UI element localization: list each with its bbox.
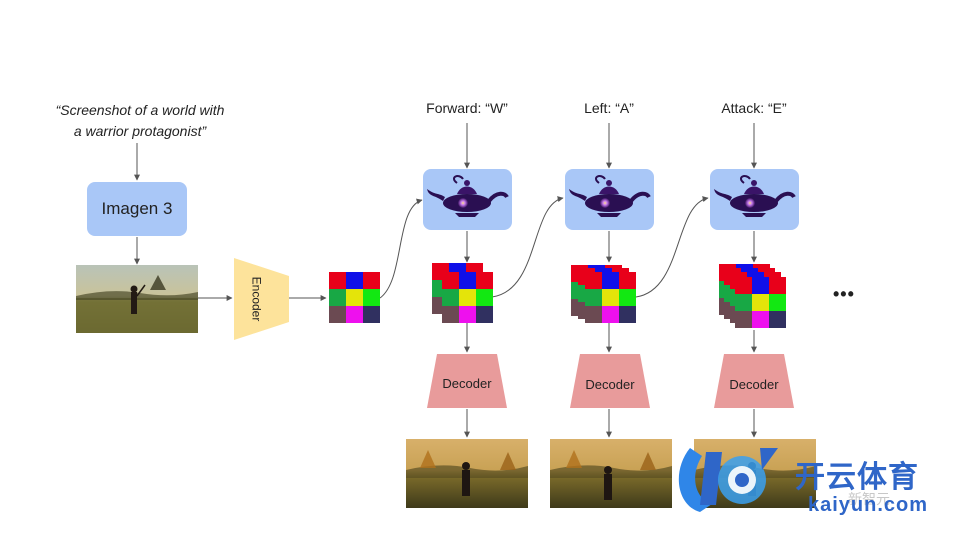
encoder-shape bbox=[234, 258, 289, 340]
world-model-box-2 bbox=[565, 169, 654, 230]
latent-token bbox=[363, 289, 380, 306]
latent-token bbox=[769, 277, 786, 294]
latent-token bbox=[585, 289, 602, 306]
latent-stack-3-front bbox=[735, 277, 786, 328]
decoder-label-2: Decoder bbox=[585, 377, 635, 392]
arrows bbox=[134, 123, 757, 438]
latent-token bbox=[476, 306, 493, 323]
action-label-left: Left: “A” bbox=[584, 100, 634, 116]
latent-stack-1-front bbox=[442, 272, 493, 323]
latent-token bbox=[752, 311, 769, 328]
latent-token bbox=[602, 289, 619, 306]
decoded-frame-2 bbox=[550, 439, 672, 508]
latent-token bbox=[619, 272, 636, 289]
latent-token bbox=[602, 272, 619, 289]
action-label-forward: Forward: “W” bbox=[426, 100, 508, 116]
continuation-ellipsis: ••• bbox=[833, 284, 855, 304]
world-model-boxes bbox=[423, 169, 799, 230]
prompt-line-2: a warrior protagonist” bbox=[73, 123, 207, 139]
latent-grids bbox=[329, 263, 786, 328]
genie-lamp-icon bbox=[569, 175, 651, 217]
latent-token bbox=[329, 306, 346, 323]
kaiyun-logo-icon bbox=[678, 448, 778, 512]
decoder-shape-1 bbox=[427, 354, 507, 408]
latent-token bbox=[602, 306, 619, 323]
latent-token bbox=[619, 289, 636, 306]
arrow-latent-to-model-1 bbox=[379, 198, 423, 299]
prompt-line-1: “Screenshot of a world with bbox=[55, 102, 225, 118]
prompt-text: “Screenshot of a world with a warrior pr… bbox=[40, 100, 240, 142]
imagen-label: Imagen 3 bbox=[101, 199, 173, 218]
latent-token bbox=[735, 294, 752, 311]
watermark-chinese: 开云体育 bbox=[795, 461, 919, 494]
decoder-label-1: Decoder bbox=[442, 376, 492, 391]
watermark-faint: 新智元 bbox=[848, 491, 890, 507]
latent-stack-2-front bbox=[585, 272, 636, 323]
latent-token bbox=[752, 294, 769, 311]
world-model-box-3 bbox=[710, 169, 799, 230]
encoder-label-wrap: Encoder bbox=[226, 262, 286, 336]
latent-token bbox=[442, 272, 459, 289]
decoder-shape-2 bbox=[570, 354, 650, 408]
latent-token bbox=[769, 294, 786, 311]
latent-token bbox=[476, 289, 493, 306]
latent-grid-initial bbox=[329, 272, 380, 323]
encoder-label: Encoder bbox=[248, 276, 263, 322]
watermark-latin: kaiyun.com bbox=[808, 494, 929, 516]
latent-token bbox=[752, 277, 769, 294]
latent-token bbox=[585, 306, 602, 323]
decoded-frame-1 bbox=[406, 439, 528, 508]
genie-lamp-icon bbox=[427, 175, 509, 217]
action-label-attack: Attack: “E” bbox=[721, 100, 787, 116]
latent-token bbox=[476, 272, 493, 289]
latent-token bbox=[329, 272, 346, 289]
latent-token bbox=[346, 306, 363, 323]
decoder-label-3: Decoder bbox=[729, 377, 779, 392]
latent-token bbox=[459, 289, 476, 306]
latent-token bbox=[442, 289, 459, 306]
latent-token bbox=[363, 306, 380, 323]
latent-token bbox=[769, 311, 786, 328]
latent-token bbox=[735, 311, 752, 328]
latent-token bbox=[442, 306, 459, 323]
imagen-box bbox=[87, 182, 187, 236]
latent-token bbox=[585, 272, 602, 289]
initial-game-screenshot bbox=[76, 265, 198, 333]
decoder-shape-3 bbox=[714, 354, 794, 408]
latent-token bbox=[735, 277, 752, 294]
latent-token bbox=[363, 272, 380, 289]
latent-token bbox=[346, 272, 363, 289]
latent-token bbox=[459, 306, 476, 323]
arrow-latent2-to-model3 bbox=[635, 196, 709, 298]
arrow-latent1-to-model2 bbox=[491, 196, 564, 298]
world-model-box-1 bbox=[423, 169, 512, 230]
genie-lamp-icon bbox=[714, 175, 796, 217]
latent-token bbox=[329, 289, 346, 306]
latent-token bbox=[619, 306, 636, 323]
latent-token bbox=[459, 272, 476, 289]
latent-token bbox=[346, 289, 363, 306]
